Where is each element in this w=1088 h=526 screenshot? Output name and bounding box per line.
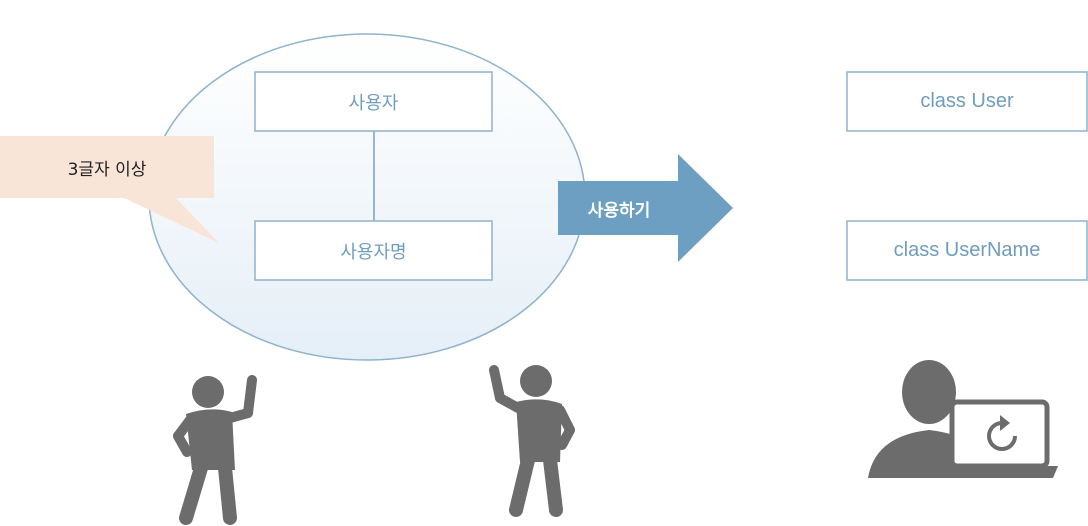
use-arrow-label: 사용하기 [587,200,651,221]
person-cheering-icon [173,375,257,525]
person-waving-icon [489,365,575,517]
callout-bubble [0,136,219,243]
callout-text: 3글자 이상 [67,159,147,180]
developer-laptop-icon [868,360,1058,478]
concept-box-user [254,71,493,132]
class-box-username [846,220,1088,281]
concept-box-username [254,220,493,281]
class-box-user [846,71,1088,132]
use-arrow [558,154,733,262]
